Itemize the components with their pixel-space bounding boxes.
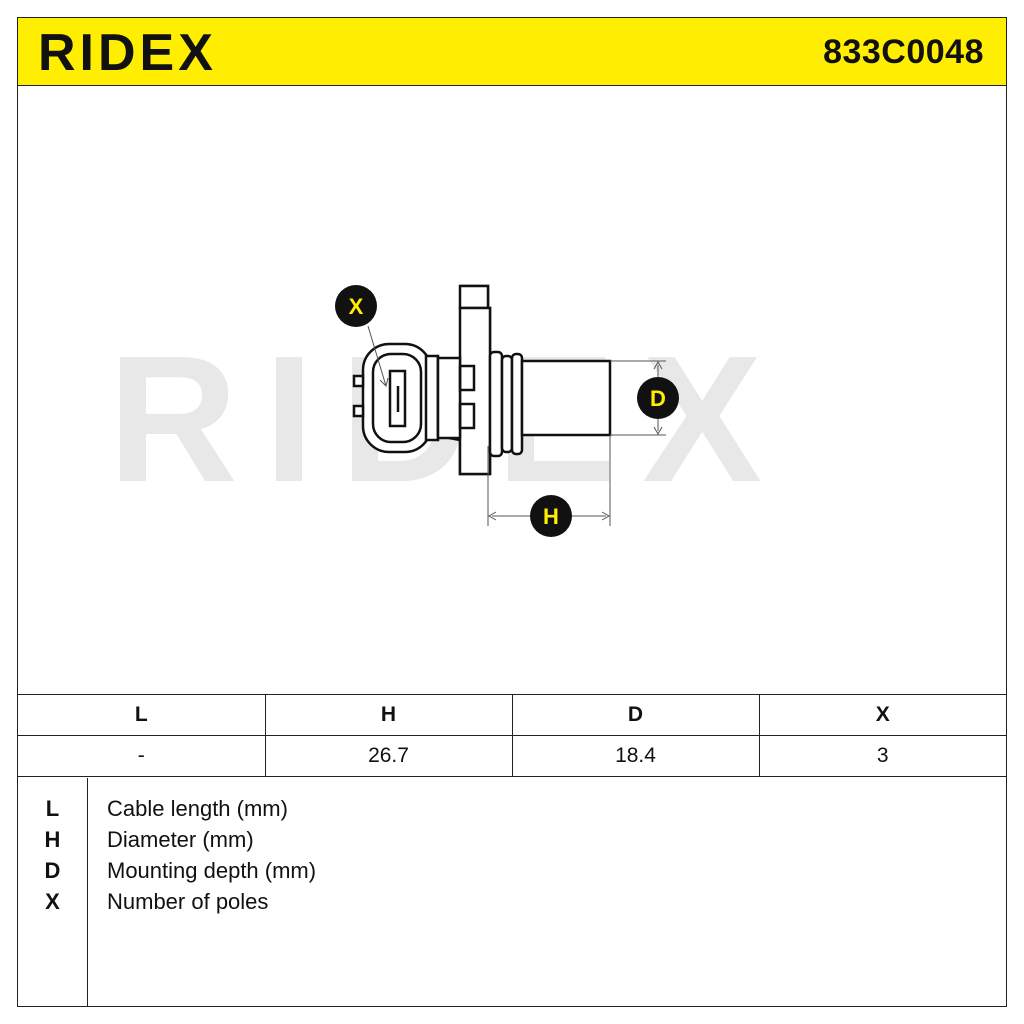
spec-header-cell: D bbox=[511, 694, 760, 736]
spec-header-cell: X bbox=[758, 694, 1006, 736]
spec-table: L H D X - 26.7 18.4 3 bbox=[18, 694, 1006, 777]
spec-table-value-row: - 26.7 18.4 3 bbox=[18, 735, 1006, 777]
marker-h: H bbox=[530, 495, 572, 537]
part-number: 833C0048 bbox=[823, 33, 984, 71]
svg-text:RIDEX: RIDEX bbox=[38, 24, 217, 82]
svg-text:D: D bbox=[650, 386, 666, 411]
header-bar: RIDEX 833C0048 bbox=[18, 18, 1006, 86]
spec-header-cell: H bbox=[264, 694, 513, 736]
legend-description: Cable length (mm) bbox=[107, 796, 288, 821]
legend-key: H bbox=[44, 827, 61, 852]
legend-divider bbox=[87, 778, 88, 1007]
legend-description: Number of poles bbox=[107, 889, 269, 914]
legend-key: X bbox=[45, 889, 60, 914]
technical-drawing: RIDEX bbox=[18, 86, 1006, 694]
legend-item: D Mounting depth (mm) bbox=[18, 855, 1006, 886]
legend-key: D bbox=[44, 858, 61, 883]
brand-logo: RIDEX bbox=[38, 24, 217, 82]
legend-item: L Cable length (mm) bbox=[18, 793, 1006, 824]
spec-value-cell: 26.7 bbox=[264, 735, 513, 777]
legend-key: L bbox=[45, 796, 60, 821]
spec-value-cell: 3 bbox=[758, 735, 1006, 777]
spec-value-cell: - bbox=[18, 735, 266, 777]
spec-value-cell: 18.4 bbox=[511, 735, 760, 777]
svg-text:H: H bbox=[543, 504, 559, 529]
legend: L Cable length (mm) H Diameter (mm) D Mo… bbox=[18, 778, 1006, 1007]
sensor-drawing: RIDEX bbox=[108, 284, 762, 537]
legend-description: Diameter (mm) bbox=[107, 827, 254, 852]
pointer-x-line bbox=[367, 325, 389, 387]
legend-item: H Diameter (mm) bbox=[18, 824, 1006, 855]
spec-header-cell: L bbox=[18, 694, 266, 736]
spec-table-header-row: L H D X bbox=[18, 694, 1006, 736]
sensor-outline bbox=[352, 284, 612, 476]
legend-description: Mounting depth (mm) bbox=[107, 858, 317, 883]
legend-item: X Number of poles bbox=[18, 886, 1006, 917]
marker-d: D bbox=[637, 377, 679, 419]
marker-x: X bbox=[335, 285, 377, 327]
product-sheet: RIDEX 833C0048 RIDEX bbox=[17, 17, 1007, 1007]
svg-text:X: X bbox=[349, 294, 364, 319]
